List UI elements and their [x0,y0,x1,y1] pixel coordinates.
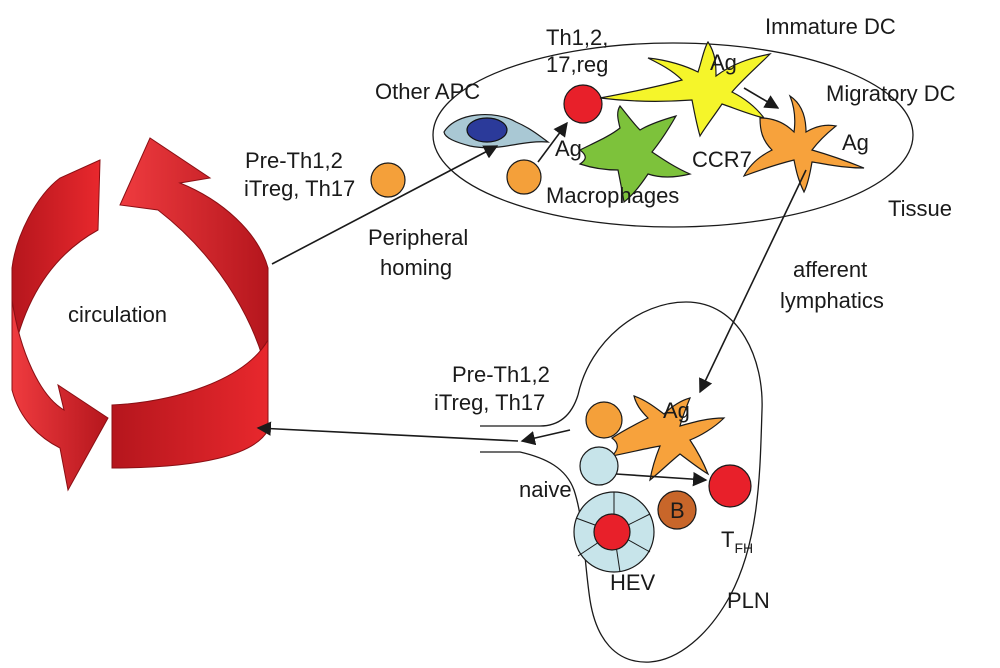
immature-dc-cell [599,40,772,138]
ag-lymph-label: Ag [663,398,690,423]
naive-label: naive [519,477,572,502]
pre-th-bottom-line1: Pre-Th1,2 [452,362,550,387]
afferent-label-line2: lymphatics [780,288,884,313]
peripheral-label-line2: homing [380,255,452,280]
ccr7-label: CCR7 [692,147,752,172]
immature-dc-label: Immature DC [765,14,896,39]
pre-th-cell-tissue [506,159,542,195]
hev-label: HEV [610,570,656,595]
migratory-dc-cell [742,94,865,194]
afferent-label-line1: afferent [793,257,867,282]
tfh-differentiation-arrow [615,471,708,487]
circulation-arrow-upper-face [11,159,101,361]
macrophages-label: Macrophages [546,183,679,208]
circulation-arrow-upper [119,137,269,379]
apc-nucleus [466,117,508,143]
peripheral-label-line1: Peripheral [368,225,468,250]
ag-migratory-label: Ag [842,130,869,155]
pre-th-top-line2: iTreg, Th17 [244,176,355,201]
egress-arrow-to-circulation [256,421,519,442]
pre-th-top-line1: Pre-Th1,2 [245,148,343,173]
ag-immature-label: Ag [710,50,737,75]
naive-t-cell [579,446,619,486]
circulation-arrow-lower-face [111,338,269,469]
th-effector-cell [563,84,603,124]
lymph-node-dc-cell [610,395,726,482]
other-apc-label: Other APC [375,79,480,104]
maturation-arrow [743,87,780,109]
b-cell [657,490,697,530]
migratory-dc-label: Migratory DC [826,81,956,106]
afferent-lymphatics-arrow [699,169,807,394]
pln-label: PLN [727,588,770,613]
pre-th-cell-lymph-node [585,401,623,439]
pre-th-bottom-line2: iTreg, Th17 [434,390,545,415]
tissue-ellipse [432,42,914,228]
hev-t-cell [593,513,631,551]
circulation-arrows [11,137,269,492]
activation-arrow [537,121,568,163]
tfh-label: TFH [721,527,753,556]
peripheral-homing-arrow [271,145,499,265]
tissue-label: Tissue [888,196,952,221]
other-apc-cell [443,113,550,149]
macrophage-cell [578,104,692,204]
hev-vessel [573,491,655,573]
circulation-arrow-lower [11,299,109,492]
b-cell-label: B [670,498,685,523]
ag-macrophage-label: Ag [555,136,582,161]
circulation-label: circulation [68,302,167,327]
tfh-cell [708,464,752,508]
egress-arrow-short [520,429,571,446]
lymph-node-efferent-upper [480,394,579,427]
pre-th-cell-circulation [370,162,406,198]
th-label-line1: Th1,2, [546,25,608,50]
th-label-line2: 17,reg [546,52,608,77]
